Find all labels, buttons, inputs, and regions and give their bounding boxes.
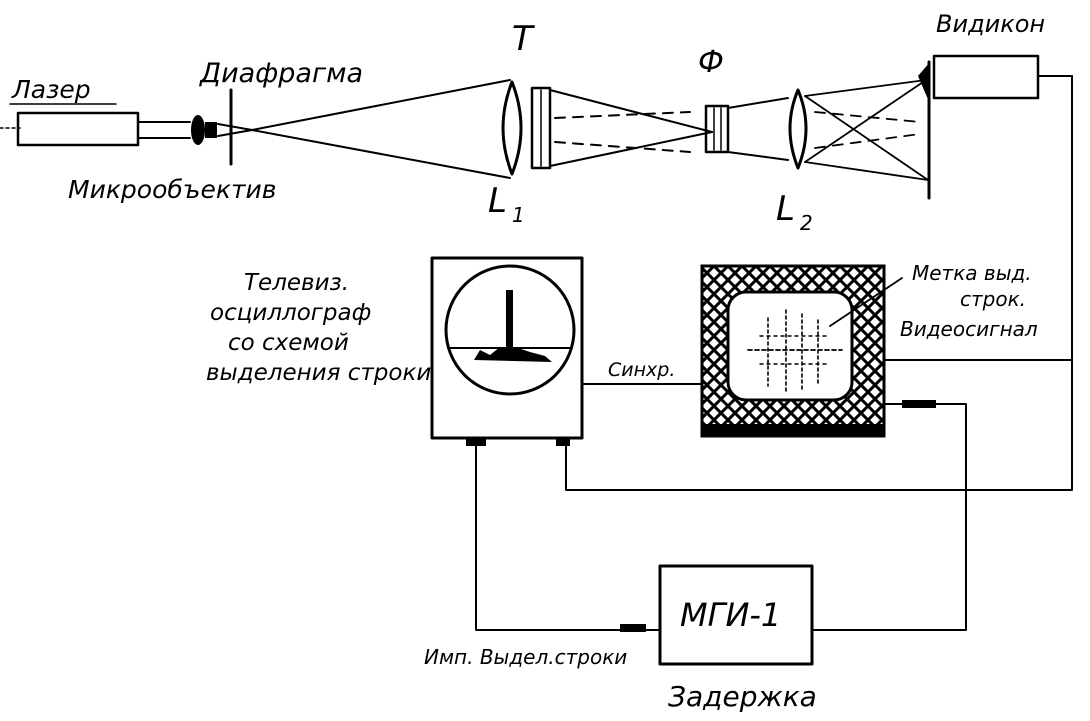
connection-wires	[475, 75, 1073, 632]
transparency-t	[530, 86, 552, 170]
vidicon	[918, 54, 1073, 200]
beam-after-filter	[727, 97, 789, 161]
l1-label: L	[488, 181, 507, 221]
lens-l2	[788, 88, 808, 170]
beam-to-vidicon	[804, 79, 929, 181]
oscillograph-label-2: осциллограф	[210, 300, 371, 326]
microobjective-label: Микрообъектив	[68, 175, 276, 204]
videosignal-label: Видеосигнал	[900, 317, 1038, 341]
oscillograph-label-4: выделения строки	[206, 360, 431, 386]
lens-l1	[501, 80, 523, 176]
laser	[0, 111, 191, 147]
laser-label: Лазер	[11, 75, 91, 104]
diaphragm-label: Диафрагма	[199, 58, 363, 89]
monitor	[700, 264, 903, 438]
marker-label-2: строк.	[960, 287, 1026, 311]
beam-converging	[549, 89, 713, 167]
mgi-label: МГИ-1	[680, 596, 781, 634]
mgi-1-box	[658, 564, 814, 666]
microobjective	[191, 115, 217, 145]
beam-expanding	[217, 79, 511, 179]
filter-f	[704, 104, 730, 154]
delay-label: Задержка	[668, 680, 817, 713]
marker-label-1: Метка выд.	[912, 261, 1032, 285]
l2-label: L	[776, 189, 795, 229]
oscillograph-label-3: со схемой	[228, 330, 349, 356]
vidicon-label: Видикон	[936, 10, 1045, 38]
pulse-label: Имп. Выдел.строки	[424, 645, 627, 669]
oscilloscope	[430, 256, 584, 446]
sync-label: Синхр.	[608, 359, 675, 381]
oscillograph-label-1: Телевиз.	[244, 270, 349, 296]
monitor-screen-image	[747, 309, 843, 393]
l1-subscript: 1	[512, 203, 525, 227]
l2-subscript: 2	[800, 211, 813, 235]
f-label: Ф	[698, 45, 724, 80]
t-label: Т	[512, 19, 535, 59]
